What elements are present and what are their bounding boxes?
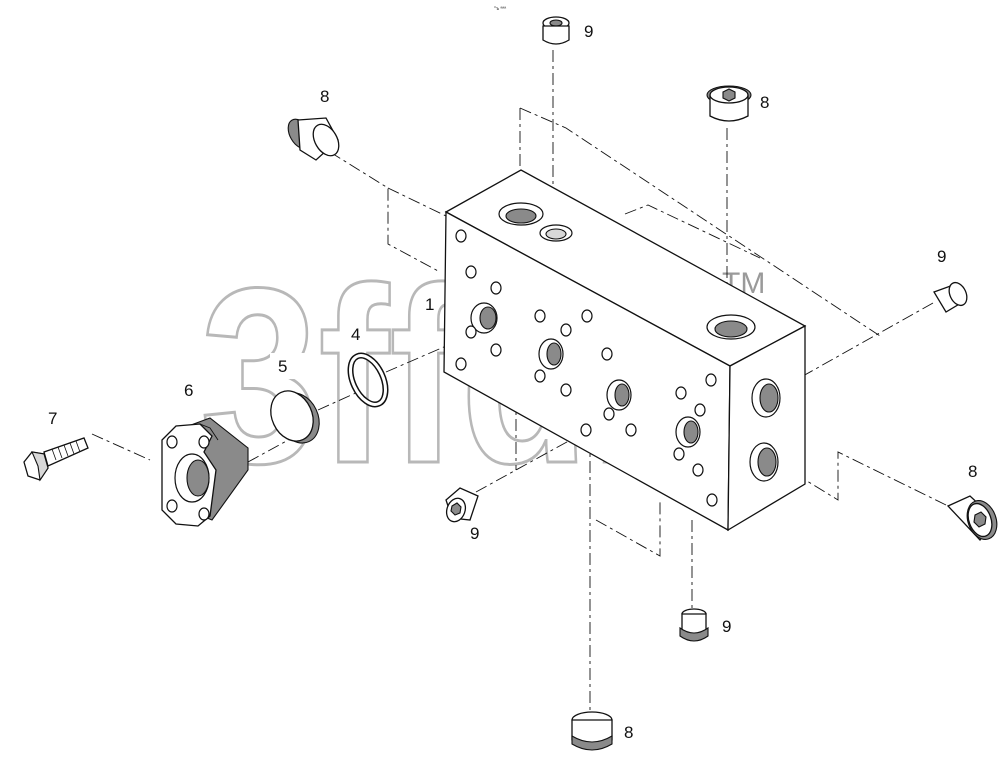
leader-bolt bbox=[91, 433, 151, 461]
front-bolt-hole bbox=[673, 447, 685, 461]
leader-plug8-topleft-b bbox=[387, 187, 447, 217]
callout-bolt: 7 bbox=[48, 409, 57, 428]
callout-plug9-leftbottom: 9 bbox=[470, 524, 479, 543]
front-bolt-hole bbox=[534, 309, 546, 323]
bolt bbox=[23, 437, 89, 482]
callout-plug8-topleft: 8 bbox=[320, 87, 329, 106]
leader-top-c bbox=[624, 204, 761, 259]
flange-bore-inner bbox=[186, 459, 210, 497]
callout-plug8-topright: 8 bbox=[760, 93, 769, 112]
manifold-block bbox=[443, 169, 807, 532]
front-bolt-hole bbox=[560, 383, 572, 397]
callout-plug9-right: 9 bbox=[937, 247, 946, 266]
top-port-right-inner bbox=[714, 320, 748, 338]
cover-disc bbox=[270, 390, 320, 444]
front-bolt-hole bbox=[465, 325, 477, 339]
callout-o-ring: 4 bbox=[351, 325, 360, 344]
plug-8-bottom bbox=[571, 711, 613, 751]
front-bolt-hole bbox=[560, 323, 572, 337]
end-port-lower-inner bbox=[757, 447, 777, 477]
callout-plug9-bottom: 9 bbox=[722, 617, 731, 636]
front-port-a-inner bbox=[479, 306, 497, 330]
front-bolt-hole bbox=[692, 463, 704, 477]
front-bolt-hole bbox=[490, 343, 502, 357]
front-port-d-inner bbox=[683, 420, 699, 444]
callout-block: 1 bbox=[425, 295, 434, 314]
plug-9-bottom bbox=[679, 608, 709, 642]
callout-plug8-bottom: 8 bbox=[624, 723, 633, 742]
flange-bolt-hole bbox=[198, 435, 210, 449]
plug-9-left-bottom bbox=[445, 487, 479, 523]
front-port-c-inner bbox=[614, 383, 630, 407]
leader-plug8-topleft bbox=[329, 151, 441, 273]
front-bolt-hole bbox=[705, 373, 717, 387]
o-ring bbox=[347, 352, 389, 408]
front-bolt-hole bbox=[694, 403, 706, 417]
front-bolt-hole bbox=[534, 369, 546, 383]
leader-plug8-right bbox=[775, 451, 947, 506]
front-bolt-hole bbox=[601, 347, 613, 361]
leader-top-b bbox=[519, 107, 881, 337]
front-bolt-hole bbox=[490, 281, 502, 295]
front-bolt-hole bbox=[581, 309, 593, 323]
plug-8-top-left bbox=[287, 117, 340, 161]
front-bolt-hole bbox=[580, 423, 592, 437]
top-port-large-inner bbox=[505, 208, 537, 224]
block-end-face bbox=[727, 324, 806, 532]
front-bolt-hole bbox=[465, 265, 477, 279]
leader-oring-block bbox=[385, 339, 461, 373]
front-bolt-hole bbox=[625, 423, 637, 437]
end-port-upper-inner bbox=[759, 383, 779, 413]
plug-9-top bbox=[542, 16, 570, 45]
flange-bolt-hole bbox=[166, 435, 178, 449]
callout-plug9-top: 9 bbox=[584, 22, 593, 41]
front-bolt-hole bbox=[675, 386, 687, 400]
callout-cover-box bbox=[270, 353, 316, 379]
front-bolt-hole bbox=[455, 229, 467, 243]
front-port-b-inner bbox=[546, 342, 562, 366]
flange-bolt-hole bbox=[198, 507, 210, 521]
split-flange bbox=[161, 417, 249, 527]
plug-9-right bbox=[933, 281, 968, 313]
front-bolt-hole bbox=[603, 407, 615, 421]
front-bolt-hole bbox=[706, 493, 718, 507]
plug-8-top-right bbox=[706, 85, 752, 122]
flange-bolt-hole bbox=[166, 499, 178, 513]
leader-bottom-b bbox=[595, 500, 661, 557]
leader-plug9-leftbottom bbox=[475, 431, 586, 493]
leader-cover-oring bbox=[317, 391, 359, 411]
header-mark: °ъ ªªª bbox=[494, 6, 506, 12]
top-port-small-inner bbox=[545, 228, 567, 240]
callout-plug8-right: 8 bbox=[968, 462, 977, 481]
callout-flange: 6 bbox=[184, 381, 193, 400]
leader-flange-cover bbox=[247, 437, 293, 463]
front-bolt-hole bbox=[455, 357, 467, 371]
plug-8-right bbox=[946, 495, 998, 541]
callout-cover: 5 bbox=[278, 357, 287, 376]
